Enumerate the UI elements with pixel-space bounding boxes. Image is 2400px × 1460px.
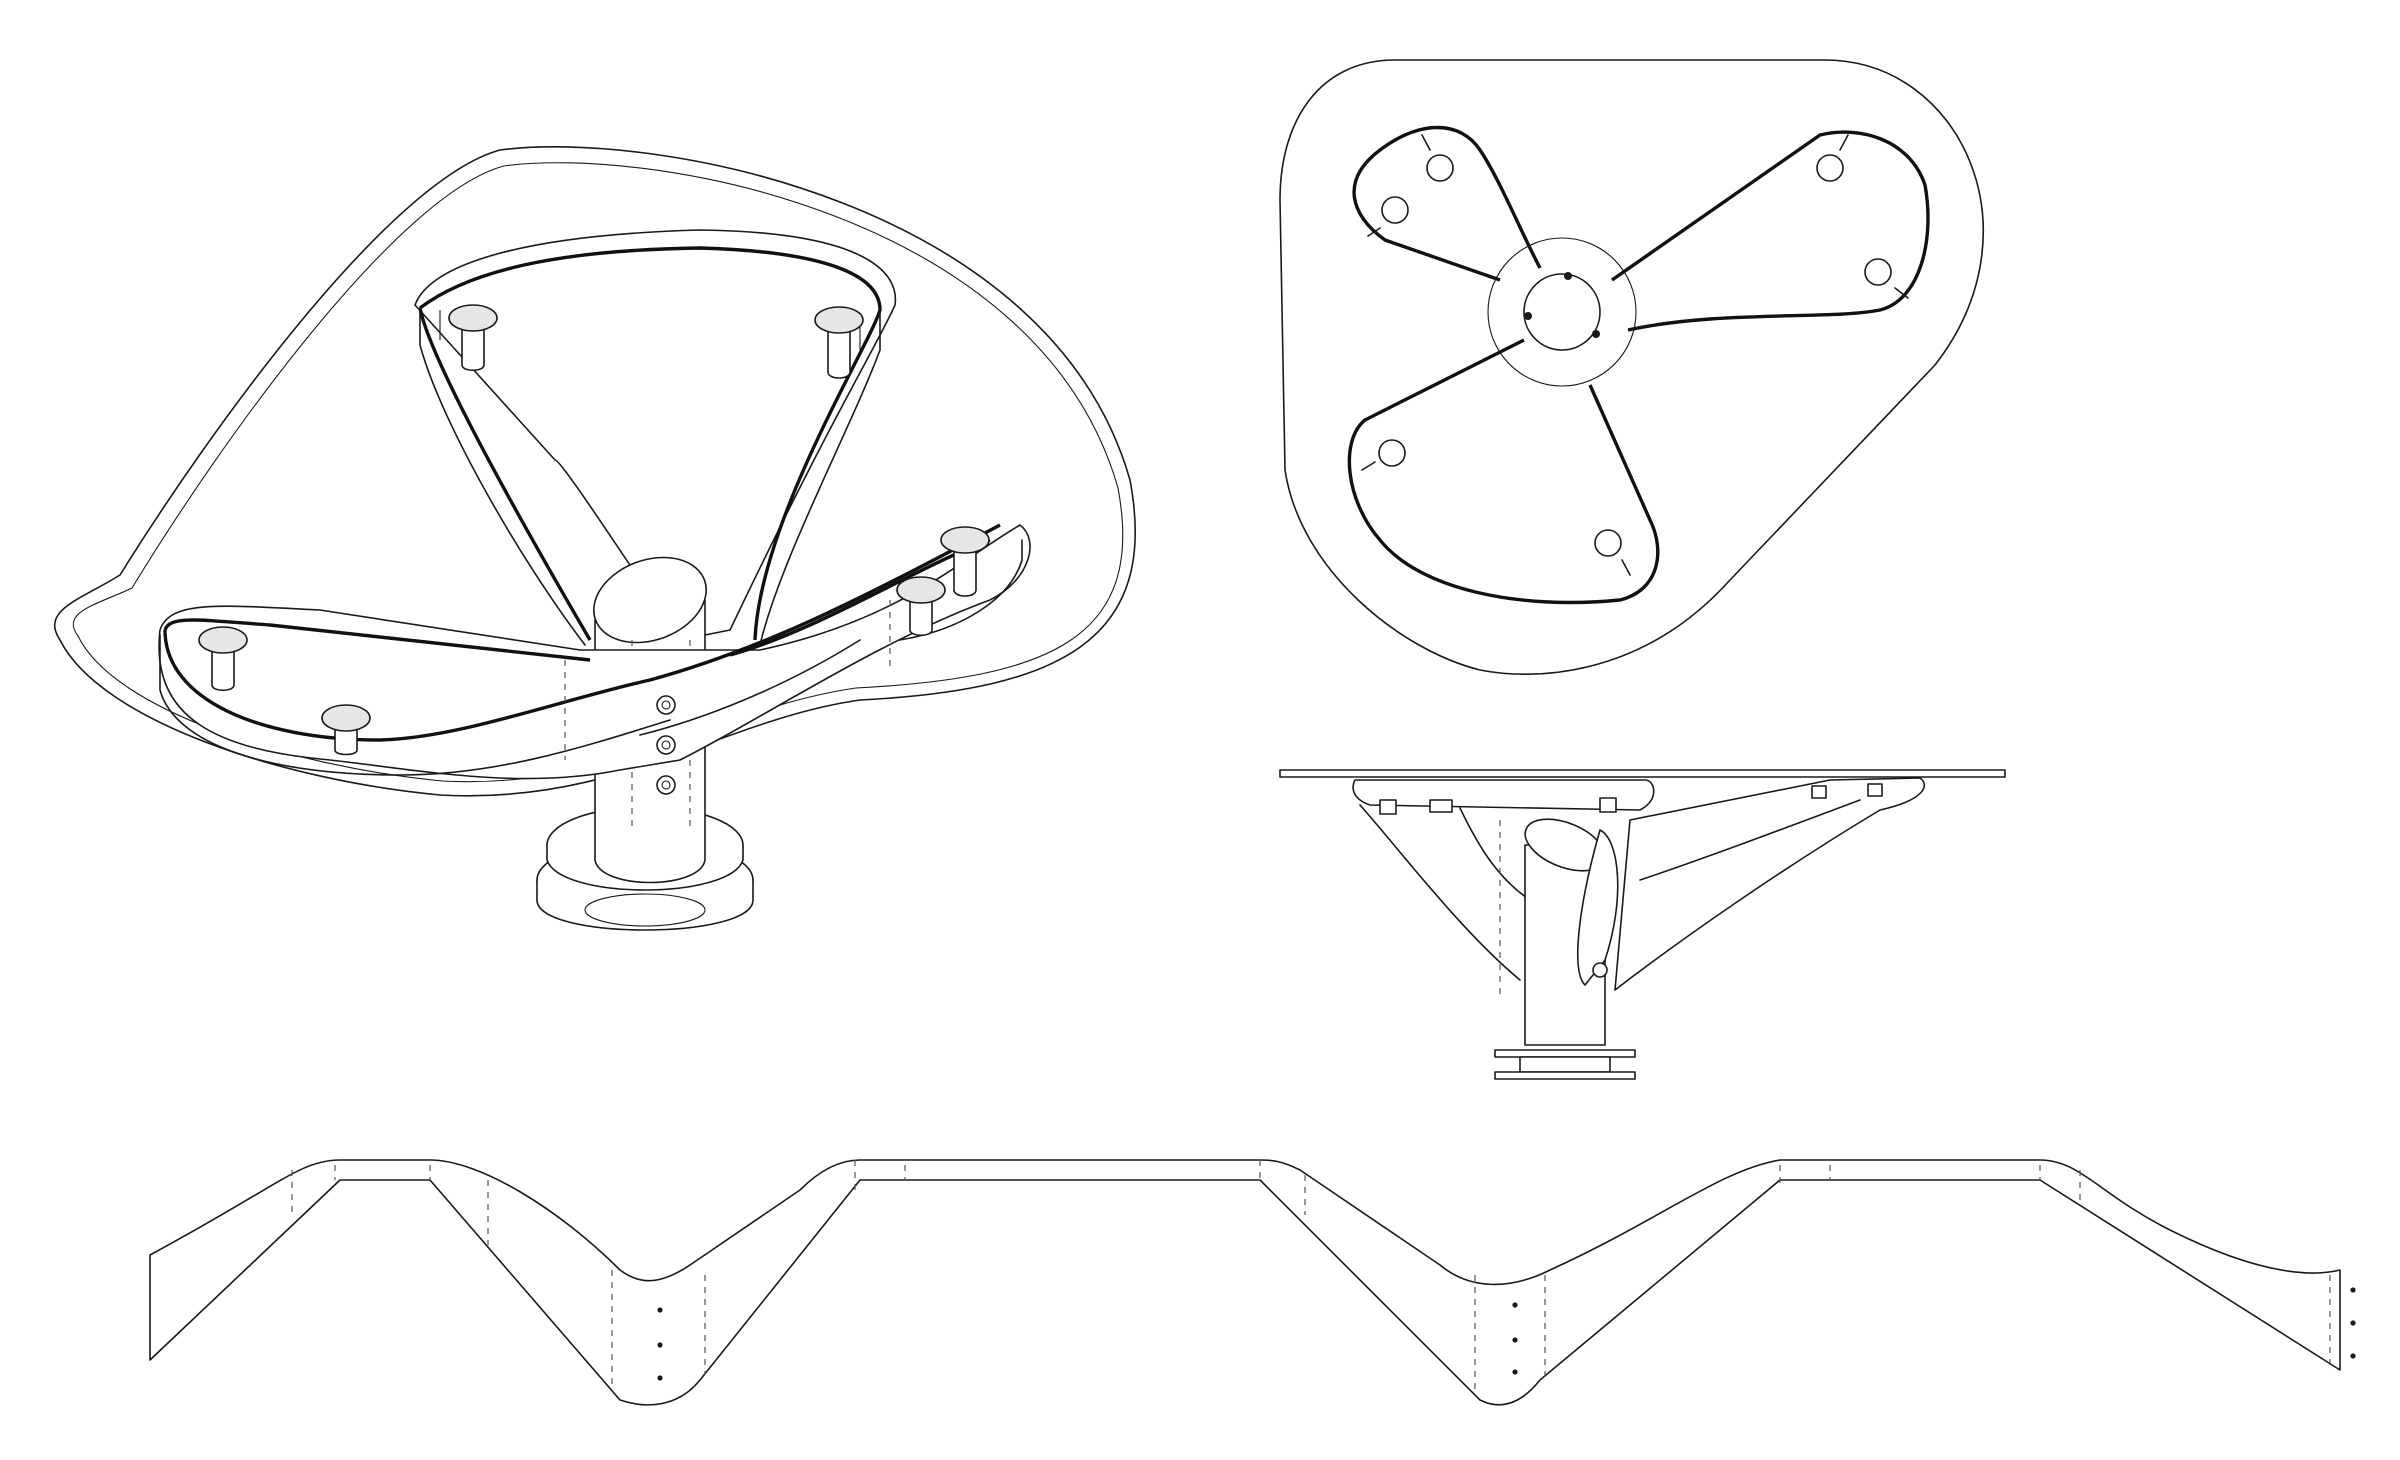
- isometric-view: [53, 146, 1136, 931]
- hub-bolts: [656, 695, 676, 795]
- flat-pattern-view: [149, 1159, 2356, 1406]
- glass-top-plan-outline: [1279, 59, 1984, 675]
- support-pad: [940, 526, 990, 597]
- glass-top-outline: [53, 146, 1136, 797]
- support-pad: [321, 704, 371, 756]
- arm-back: [414, 229, 897, 646]
- arm-elevation-top: [1352, 779, 1655, 811]
- hub-plan-core: [1523, 273, 1601, 351]
- flat-pattern-outline: [149, 1159, 2341, 1406]
- arm-plan-lower: [1347, 338, 1660, 605]
- support-pad: [198, 626, 248, 692]
- glass-top-elevation: [1279, 769, 2006, 778]
- support-pad: [896, 576, 946, 637]
- glass-support-pads: [198, 304, 990, 756]
- plan-support-pads: [1378, 154, 1892, 557]
- support-pad: [448, 304, 498, 372]
- hub-plan-ring: [1487, 237, 1637, 387]
- arm-front: [158, 523, 1031, 780]
- plan-pad-stubs: [1361, 134, 1909, 576]
- arm-elevation-right: [1614, 777, 1925, 991]
- flat-pattern-bolt-holes: [657, 1287, 2356, 1381]
- support-pad: [814, 306, 864, 379]
- top-view: [1279, 59, 1984, 675]
- arm-plan-upper-left: [1352, 125, 1542, 282]
- side-elevation-view: [1279, 769, 2006, 1080]
- base-plate-elevation: [1494, 1049, 1636, 1058]
- flat-pattern-bend-lines: [291, 1160, 2331, 1395]
- arm-plan-upper-right: [1611, 130, 1930, 332]
- elevation-pads: [1379, 783, 1883, 815]
